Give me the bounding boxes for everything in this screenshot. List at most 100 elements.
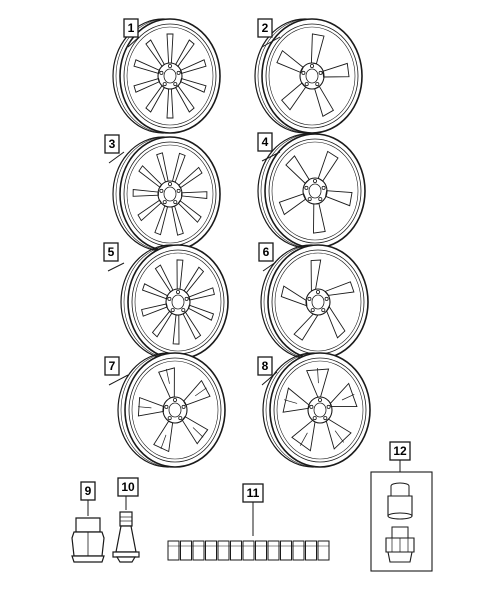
lug-hole xyxy=(167,181,172,186)
wheel-rim xyxy=(127,244,229,360)
callout-box-3 xyxy=(104,134,120,154)
wheels-group xyxy=(112,18,371,468)
wheel-spoke xyxy=(325,190,353,207)
callout-number-10: 10 xyxy=(121,480,135,494)
weight-segment xyxy=(242,540,255,561)
wheel-hub xyxy=(302,177,328,205)
callout-box-1 xyxy=(123,18,139,38)
weight-segment xyxy=(317,540,330,561)
lug-hole xyxy=(315,82,320,87)
lug-hole xyxy=(326,404,331,409)
lug-hole xyxy=(181,404,186,409)
lug-hole xyxy=(184,296,189,301)
lug-hole xyxy=(304,185,309,190)
wheel-hub xyxy=(157,62,183,90)
lug-hole xyxy=(162,82,167,87)
weight-segment xyxy=(292,540,305,561)
weight-segment xyxy=(305,540,317,561)
lug-hole xyxy=(176,188,181,193)
wheel-rim xyxy=(119,18,221,134)
leader-line-4 xyxy=(261,151,281,162)
leader-line-1 xyxy=(127,36,140,48)
wheel-spoke xyxy=(278,193,307,216)
wheel-6 xyxy=(260,244,369,360)
lug-hole xyxy=(170,308,175,313)
weight-segment xyxy=(167,540,180,561)
wheel-rim xyxy=(124,352,226,468)
lug-hole xyxy=(309,64,314,69)
weight-segment xyxy=(180,540,192,561)
wheel-hub xyxy=(165,288,191,316)
callout-box-6 xyxy=(258,242,274,262)
kit-frame xyxy=(370,471,433,572)
lug-hole xyxy=(175,289,180,294)
lug-hole xyxy=(167,64,172,69)
callout-number-11: 11 xyxy=(247,486,260,500)
wheel-3 xyxy=(112,136,221,252)
weight-segment xyxy=(230,540,242,561)
callout-number-9: 9 xyxy=(85,484,92,498)
callout-box-8 xyxy=(257,356,273,376)
lug-hole xyxy=(167,296,172,301)
callout-box-5 xyxy=(103,242,119,262)
lug-hole xyxy=(323,416,328,421)
callout-box-4 xyxy=(257,132,273,152)
lug-hole xyxy=(315,289,320,294)
lug-hole xyxy=(318,197,323,202)
wheel-lock-kit xyxy=(370,471,433,572)
weight-segment xyxy=(217,540,230,561)
callout-box-12 xyxy=(389,441,411,461)
lug-hole xyxy=(321,308,326,313)
weight-segment xyxy=(205,540,217,561)
wheel-rim xyxy=(267,244,369,360)
wheel-hub xyxy=(162,396,188,424)
wheel-rim xyxy=(119,136,221,252)
lug-hole xyxy=(162,200,167,205)
callout-number-3: 3 xyxy=(109,137,116,151)
wheel-7 xyxy=(117,352,226,468)
lug-hole xyxy=(318,70,323,75)
wheel-spoke xyxy=(322,62,350,78)
callout-number-6: 6 xyxy=(263,245,270,259)
leader-line-2 xyxy=(261,36,281,48)
leader-line-6 xyxy=(262,261,277,272)
lug-hole xyxy=(181,308,186,313)
wheel-spoke xyxy=(280,285,308,307)
wheel-rim xyxy=(264,133,366,249)
lug-hole xyxy=(167,416,172,421)
lug-hole xyxy=(159,70,164,75)
valve-stem xyxy=(112,511,140,563)
callout-number-8: 8 xyxy=(262,359,269,373)
callout-number-7: 7 xyxy=(109,359,116,373)
callout-number-5: 5 xyxy=(108,245,115,259)
lug-hole xyxy=(176,70,181,75)
wheel-hub xyxy=(299,62,325,90)
lug-hole xyxy=(304,82,309,87)
lug-nut xyxy=(71,517,105,563)
lug-hole xyxy=(324,296,329,301)
lug-hole xyxy=(307,296,312,301)
lug-hole xyxy=(317,397,322,402)
lug-hole xyxy=(310,308,315,313)
wheel-5 xyxy=(120,244,229,360)
callout-box-11 xyxy=(242,483,264,503)
lug-hole xyxy=(159,188,164,193)
callout-box-7 xyxy=(104,356,120,376)
lug-hole xyxy=(312,178,317,183)
leader-line-7 xyxy=(108,374,129,386)
wheel-hub xyxy=(307,396,333,424)
leader-line-3 xyxy=(108,151,125,164)
lug-hole xyxy=(307,197,312,202)
lug-hole xyxy=(164,404,169,409)
callout-number-1: 1 xyxy=(128,21,135,35)
lug-hole xyxy=(301,70,306,75)
balance-weights xyxy=(167,540,330,561)
lug-hole xyxy=(173,82,178,87)
weight-segment xyxy=(255,540,267,561)
wheel-8 xyxy=(262,352,371,468)
wheel-1 xyxy=(112,18,221,134)
wheel-2 xyxy=(254,18,363,134)
callout-box-10 xyxy=(117,477,139,497)
